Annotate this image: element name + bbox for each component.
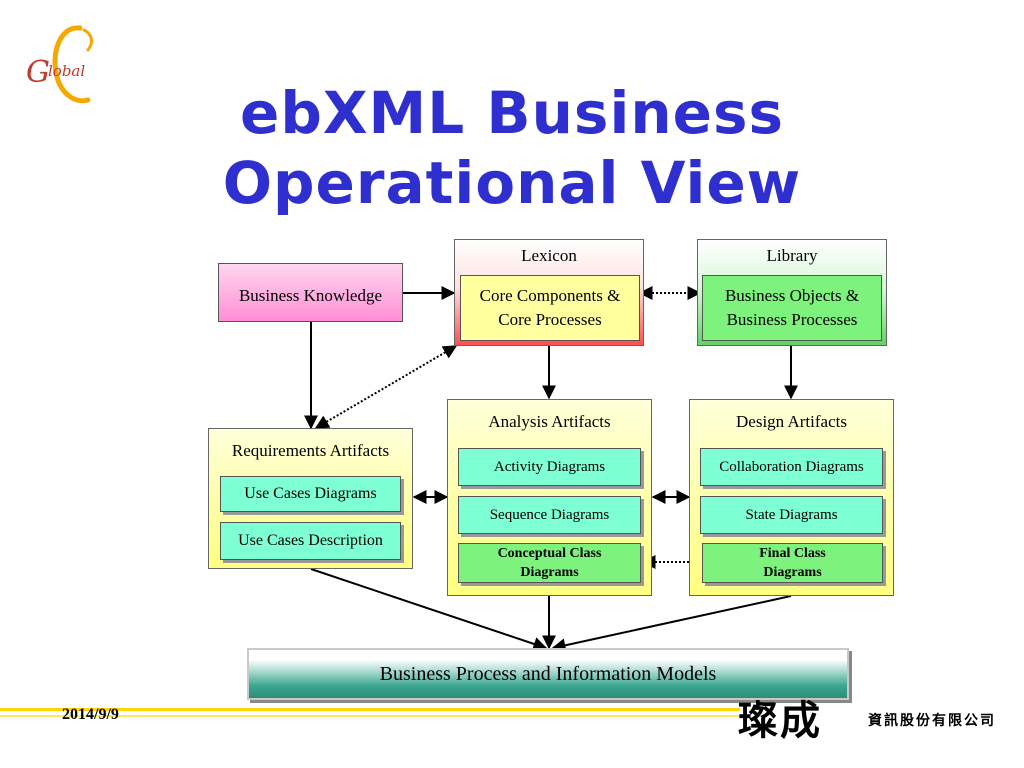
arrow-design-to-models <box>551 595 792 653</box>
core-components-line2: Core Processes <box>498 310 602 329</box>
business-knowledge-box: Business Knowledge <box>218 263 403 322</box>
business-knowledge-label: Business Knowledge <box>238 286 383 305</box>
sequence-diagrams-box: Sequence Diagrams <box>458 496 641 534</box>
final-class-line2: Diagrams <box>763 565 822 580</box>
models-box: Business Process and Information Models <box>247 648 849 700</box>
company-logo: G lobal <box>22 20 122 110</box>
title-line-2: Operational View <box>222 149 802 217</box>
lexicon-panel: Lexicon Core Components & Core Processes <box>454 239 644 346</box>
design-label: Design Artifacts <box>736 412 847 431</box>
collaboration-diagrams-box: Collaboration Diagrams <box>700 448 883 486</box>
requirements-label: Requirements Artifacts <box>231 441 390 460</box>
library-panel: Library Business Objects & Business Proc… <box>697 239 887 346</box>
final-class-box: Final Class Diagrams <box>702 543 883 583</box>
slide-date: 2014/9/9 <box>62 706 119 723</box>
business-objects-line1: Business Objects & <box>724 286 860 305</box>
global-logo-icon: G lobal <box>26 25 93 104</box>
footer-line-primary <box>0 708 740 711</box>
state-diagrams-box: State Diagrams <box>700 496 883 534</box>
library-label: Library <box>766 246 818 265</box>
title-line-1: ebXML Business <box>239 79 784 147</box>
design-panel: Design Artifacts Collaboration Diagrams … <box>689 399 894 596</box>
activity-diagrams-box: Activity Diagrams <box>458 448 641 486</box>
svg-text:G: G <box>26 55 50 90</box>
arrow-requirements-lexicon <box>314 345 458 429</box>
use-cases-description-label: Use Cases Description <box>238 532 383 549</box>
lexicon-label: Lexicon <box>521 246 577 265</box>
conceptual-class-line1: Conceptual Class <box>497 546 602 561</box>
use-cases-description-box: Use Cases Description <box>220 522 401 560</box>
core-components-box: Core Components & Core Processes <box>460 275 640 341</box>
state-diagrams-label: State Diagrams <box>745 507 838 523</box>
analysis-label: Analysis Artifacts <box>488 412 611 431</box>
use-cases-diagrams-box: Use Cases Diagrams <box>220 476 401 512</box>
company-suffix: 資訊股份有限公司 <box>868 713 996 729</box>
business-objects-line2: Business Processes <box>726 310 858 329</box>
business-objects-box: Business Objects & Business Processes <box>702 275 882 341</box>
arrow-requirements-to-models <box>310 568 548 651</box>
final-class-line1: Final Class <box>759 546 826 561</box>
core-components-line1: Core Components & <box>479 286 621 305</box>
conceptual-class-box: Conceptual Class Diagrams <box>458 543 641 583</box>
use-cases-diagrams-label: Use Cases Diagrams <box>244 485 377 502</box>
analysis-panel: Analysis Artifacts Activity Diagrams Seq… <box>447 399 652 596</box>
conceptual-class-line2: Diagrams <box>520 565 579 580</box>
svg-text:lobal: lobal <box>48 62 85 80</box>
requirements-panel: Requirements Artifacts Use Cases Diagram… <box>208 428 413 569</box>
slide-title: ebXML Business Operational View <box>160 78 864 218</box>
collaboration-diagrams-label: Collaboration Diagrams <box>719 459 864 475</box>
activity-diagrams-label: Activity Diagrams <box>493 459 606 475</box>
company-name: 璨成 <box>738 697 822 744</box>
models-label: Business Process and Information Models <box>379 662 717 685</box>
sequence-diagrams-label: Sequence Diagrams <box>489 507 610 523</box>
footer-line-secondary <box>0 715 740 717</box>
